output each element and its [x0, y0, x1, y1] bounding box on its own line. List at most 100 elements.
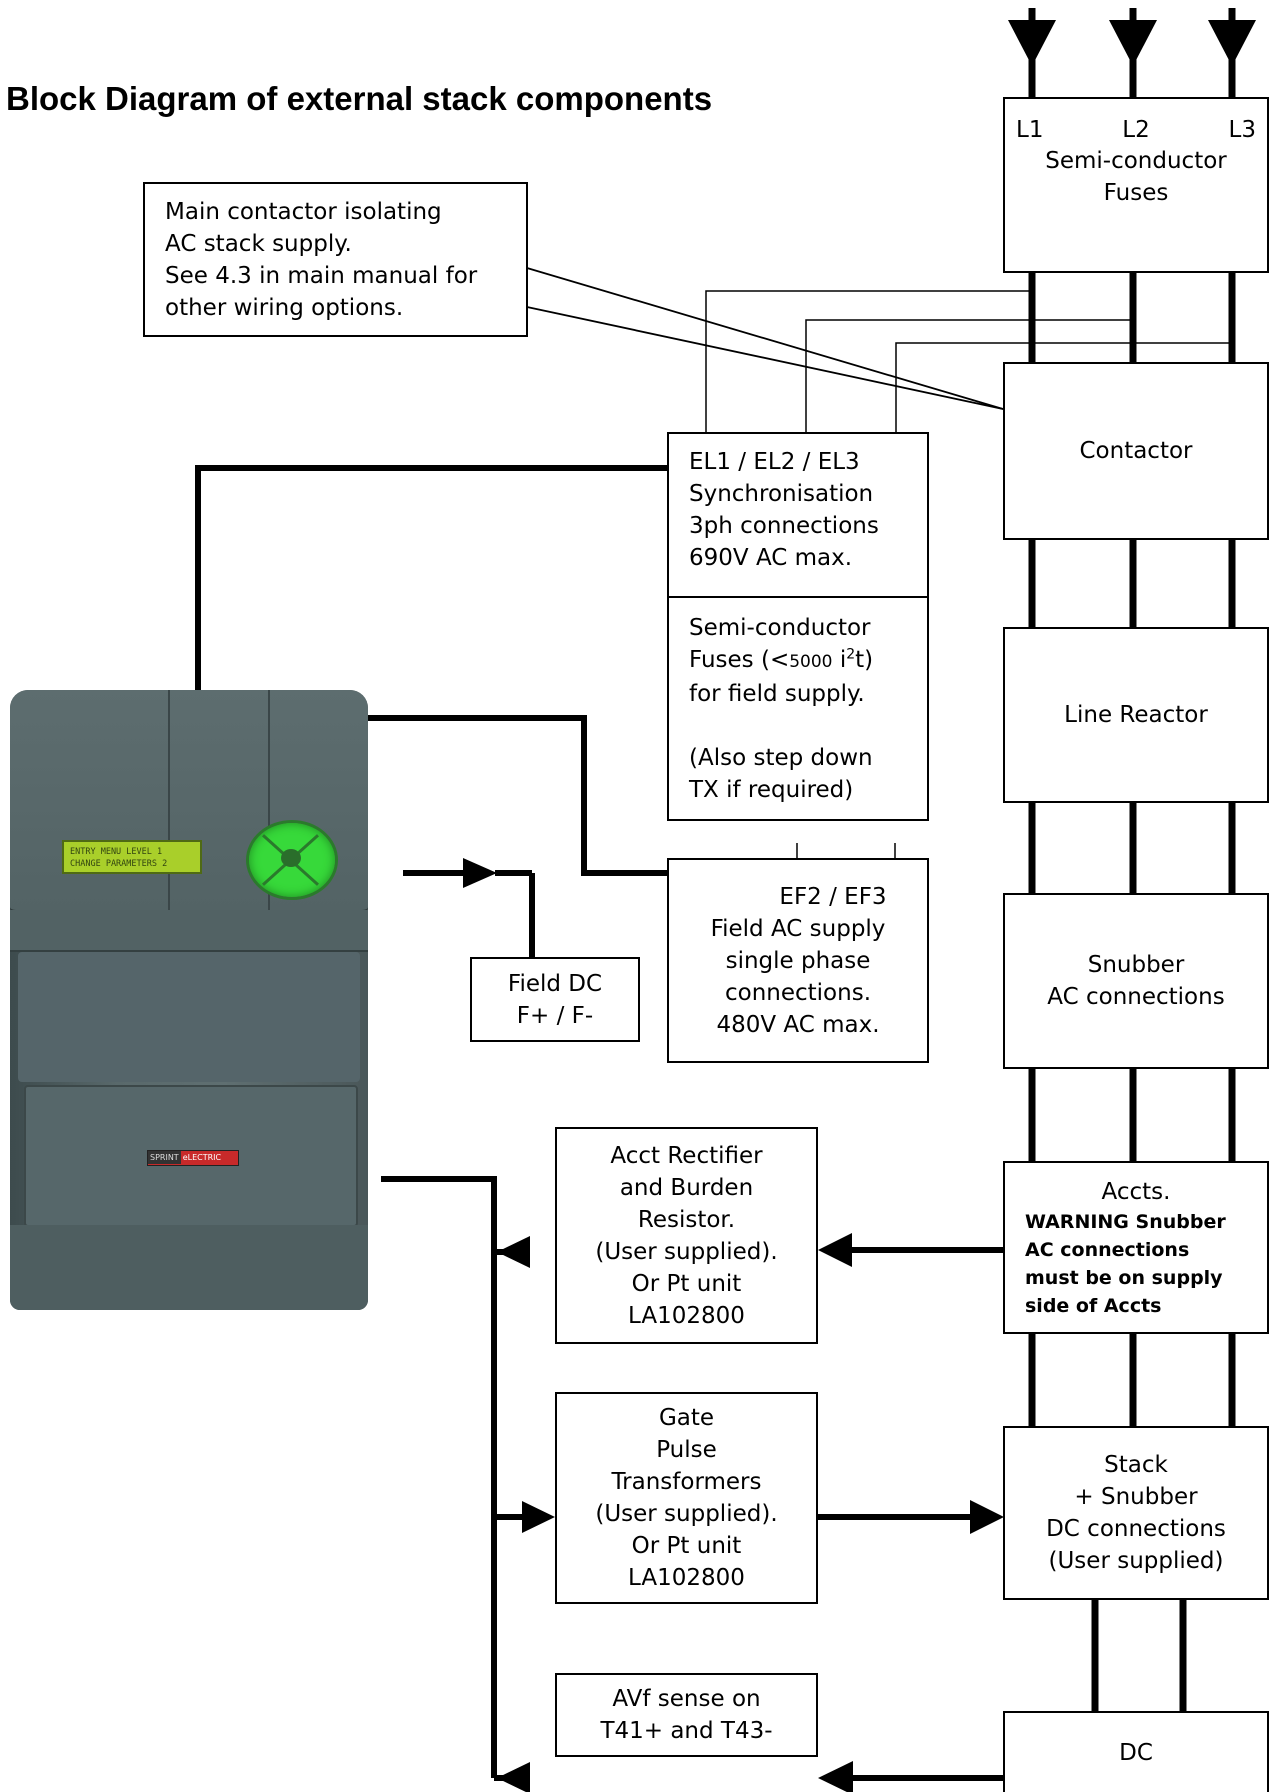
sync-line: 690V AC max.: [689, 545, 853, 571]
field-fuses-line: Semi-conductor: [689, 615, 871, 641]
sync-to-drive: [195, 465, 667, 752]
dc-box: DC: [1003, 1711, 1269, 1792]
field-fuses-spacer: [689, 710, 696, 742]
i-symbol: i: [839, 647, 847, 673]
field-ac-line: EF2 / EF3: [779, 883, 887, 910]
snubber-line: AC connections: [1047, 984, 1225, 1010]
semi-conductor-fuses-box: L1 L2 L3 Semi-conductor Fuses: [1003, 97, 1269, 273]
drive-bottom: [10, 1225, 368, 1310]
note-line: AC stack supply.: [165, 230, 352, 257]
field-dc-line: F+ / F-: [516, 1002, 594, 1029]
sync-line: EL1 / EL2 / EL3: [689, 449, 860, 475]
drive-unit: ENTRY MENU LEVEL 1 CHANGE PARAMETERS 2 S…: [10, 690, 368, 1310]
field-fuses-line: for field supply.: [689, 681, 865, 707]
phase-label-l3: L3: [1228, 117, 1256, 143]
contactor-box: Contactor: [1003, 362, 1269, 540]
fielddc-arrow: [463, 858, 497, 888]
sync-line: Synchronisation: [689, 481, 874, 507]
drive-seam: [168, 690, 170, 910]
stack-arrow: [970, 1500, 1004, 1534]
avf-sense-box: AVf sense on T41+ and T43-: [555, 1673, 818, 1757]
note-callout: [526, 267, 1004, 410]
avf-line: AVf sense on: [612, 1686, 761, 1712]
field-dc-line: Field DC: [507, 970, 603, 997]
drive-keypad: [246, 820, 338, 900]
stack-line: Stack: [1104, 1452, 1168, 1478]
accts-title: Accts.: [1101, 1178, 1171, 1205]
gate-line: Pulse: [656, 1437, 717, 1463]
field-fuses-line: TX if required): [689, 777, 854, 803]
snubber-line: Snubber: [1087, 952, 1185, 978]
warning-line: must be on supply: [1025, 1266, 1223, 1289]
acct-to-bus-arrow: [497, 1236, 530, 1268]
dc-label: DC: [1119, 1739, 1153, 1766]
rectifier-line: Or Pt unit: [631, 1270, 742, 1297]
contactor-note: Main contactor isolating AC stack supply…: [143, 182, 528, 337]
acct-rectifier-box: Acct Rectifier and Burden Resistor. (Use…: [555, 1127, 818, 1344]
i2t-value: 5000: [789, 652, 833, 672]
contactor-label: Contactor: [1079, 438, 1193, 464]
badge-left-text: SPRINT: [148, 1151, 181, 1164]
supply-arrows: [1008, 8, 1256, 97]
phase-lines: [1028, 273, 1236, 1711]
field-ac-line: 480V AC max.: [716, 1011, 880, 1038]
avf-line: T41+ and T43-: [600, 1718, 773, 1744]
accts-box: Accts. WARNING Snubber AC connections mu…: [1003, 1161, 1269, 1334]
line-reactor-box: Line Reactor: [1003, 627, 1269, 803]
gate-line: (User supplied).: [595, 1501, 778, 1527]
drive-lcd-display: ENTRY MENU LEVEL 1 CHANGE PARAMETERS 2: [62, 840, 202, 874]
badge-right-text: eLECTRIC: [182, 1153, 222, 1162]
sync-connections-box: EL1 / EL2 / EL3 Synchronisation 3ph conn…: [667, 432, 929, 598]
gate-line: Or Pt unit: [631, 1533, 742, 1559]
stack-line: + Snubber: [1074, 1484, 1198, 1510]
field-ac-line: connections.: [724, 979, 872, 1006]
drive-middle: [18, 952, 360, 1082]
lcd-line: CHANGE PARAMETERS 2: [70, 859, 168, 869]
stack-box: Stack + Snubber DC connections (User sup…: [1003, 1426, 1269, 1600]
fuses-suffix: t): [855, 647, 874, 673]
drive-to-fielddc: [403, 870, 535, 957]
line-reactor-label: Line Reactor: [1064, 702, 1208, 728]
rectifier-line: Resistor.: [637, 1206, 736, 1233]
note-line: See 4.3 in main manual for: [165, 262, 478, 289]
drive-bus: [381, 1176, 522, 1781]
bus-to-gate-arrow: [522, 1501, 555, 1533]
rectifier-arrow: [818, 1233, 852, 1267]
lcd-line: ENTRY MENU LEVEL 1: [70, 847, 163, 857]
fuses-line: Fuses: [1103, 180, 1169, 206]
gate-line: Gate: [658, 1405, 715, 1431]
field-fuses-line: (Also step down: [689, 745, 873, 771]
field-fuses-box: Semi-conductor Fuses (<5000 i2t) for fie…: [667, 596, 929, 821]
phase-label-l2: L2: [1122, 117, 1150, 143]
rectifier-line: Acct Rectifier: [610, 1142, 763, 1169]
warning-line: WARNING Snubber: [1025, 1210, 1226, 1233]
drive-seam: [268, 690, 270, 910]
warning-line: AC connections: [1025, 1238, 1190, 1261]
gate-line: Transformers: [611, 1469, 762, 1495]
note-line: Main contactor isolating: [165, 198, 442, 225]
field-ac-box: EF2 / EF3 Field AC supply single phase c…: [667, 858, 929, 1063]
snubber-ac-box: Snubber AC connections: [1003, 893, 1269, 1069]
accts-warning: WARNING Snubber AC connections must be o…: [1025, 1208, 1226, 1320]
gate-line: LA102800: [628, 1565, 745, 1591]
avf-arrow: [818, 1761, 853, 1792]
field-fuses-rating: Fuses (<5000 i2t): [689, 644, 873, 678]
note-line: other wiring options.: [165, 294, 404, 321]
keypad-center-button: [281, 849, 301, 867]
field-ac-line: single phase: [725, 947, 871, 974]
phase-labels: L1 L2 L3: [1016, 115, 1256, 145]
rectifier-line: (User supplied).: [595, 1238, 778, 1265]
sync-line: 3ph connections: [689, 513, 879, 539]
warning-line: side of Accts: [1025, 1294, 1162, 1317]
less-than-sign: <: [769, 647, 790, 673]
squared-superscript: 2: [846, 646, 856, 663]
page-title: Block Diagram of external stack componen…: [6, 80, 713, 117]
gate-pulse-box: Gate Pulse Transformers (User supplied).…: [555, 1392, 818, 1604]
sync-taps: [705, 290, 1232, 858]
field-ac-line: Field AC supply: [710, 915, 886, 942]
fuses-line: Semi-conductor: [1045, 148, 1227, 174]
rectifier-line: LA102800: [628, 1302, 745, 1329]
